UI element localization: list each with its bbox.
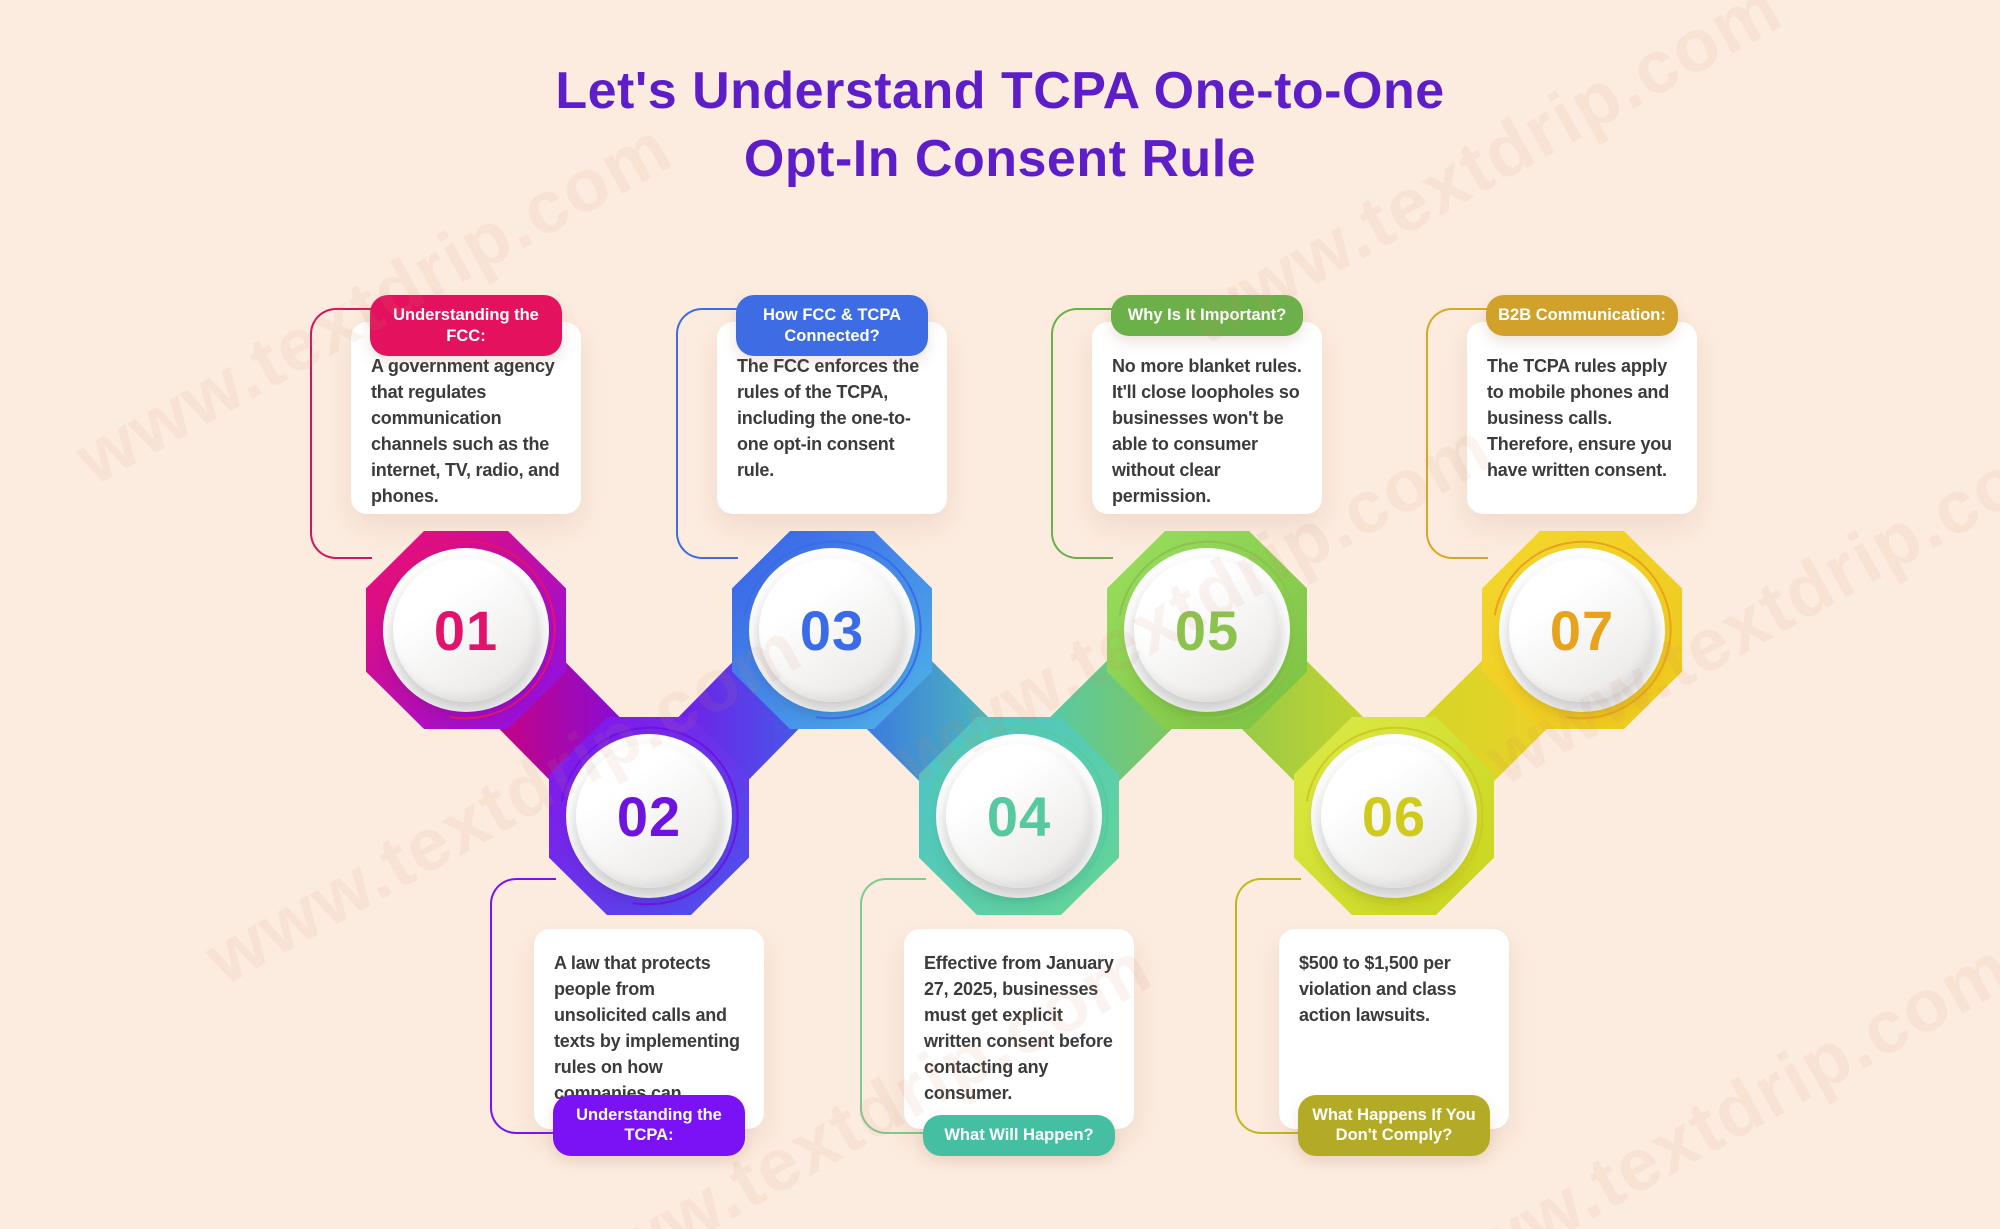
step-01-badge: Understanding the FCC: [370,295,562,357]
connector-line [860,878,926,1134]
step-05-node: 05 [1107,531,1307,729]
step-06-number: 06 [1361,784,1427,848]
step-05-card: Why Is It Important? No more blanket rul… [1092,295,1322,514]
step-07-card: B2B Communication: The TCPA rules apply … [1467,295,1697,514]
step-02-card: A law that protects people from unsolici… [534,929,764,1156]
step-05-group: Why Is It Important? No more blanket rul… [1047,283,1367,743]
step-03-text: The FCC enforces the rules of the TCPA, … [737,356,920,480]
step-03-badge: How FCC & TCPA Connected? [736,295,928,357]
step-02-group: 02 A law that protects people from unsol… [489,717,809,1177]
node-disc: 02 [576,744,722,888]
step-03-node: 03 [732,531,932,729]
page-title-line-1: Let's Understand TCPA One-to-One [555,62,1445,120]
node-arc-ring [1482,531,1682,729]
step-03-group: How FCC & TCPA Connected? The FCC enforc… [672,283,992,743]
node-disc: 07 [1509,558,1655,702]
step-07-node: 07 [1482,531,1682,729]
step-01-card: Understanding the FCC: A government agen… [351,295,581,514]
step-07-number: 07 [1549,598,1615,662]
page-title-line-2: Opt-In Consent Rule [743,129,1257,188]
connector-line [310,308,372,559]
connector-line [1235,878,1301,1134]
step-01-number: 01 [433,598,499,662]
step-07-badge: B2B Communication: [1486,295,1678,336]
node-disc: 06 [1321,744,1467,888]
node-disc: 04 [946,744,1092,888]
step-03-card: How FCC & TCPA Connected? The FCC enforc… [717,295,947,514]
step-06-text: $500 to $1,500 per violation and class a… [1299,953,1457,1025]
step-05-number: 05 [1174,598,1240,662]
step-02-node: 02 [549,717,749,915]
step-04-group: 04 Effective from January 27, 2025, busi… [859,717,1179,1177]
step-07-group: B2B Communication: The TCPA rules apply … [1422,283,1742,743]
step-01-group: Understanding the FCC: A government agen… [306,283,626,743]
connector-line [676,308,738,559]
connector-line [490,878,556,1134]
step-02-badge: Understanding the TCPA: [553,1094,745,1156]
step-06-group: 06 $500 to $1,500 per violation and clas… [1234,717,1554,1177]
step-07-text: The TCPA rules apply to mobile phones an… [1487,356,1672,480]
step-06-node: 06 [1294,717,1494,915]
step-05-badge: Why Is It Important? [1111,295,1303,336]
step-06-badge: What Happens If You Don't Comply? [1298,1094,1490,1156]
node-disc: 05 [1134,558,1280,702]
step-04-badge: What Will Happen? [923,1115,1115,1156]
page-title: Let's Understand TCPA One-to-One Opt-In … [0,58,2000,193]
step-05-text: No more blanket rules. It'll close looph… [1112,356,1302,506]
connector-line [1426,308,1488,559]
connector-line [1051,308,1113,559]
node-disc: 03 [759,558,905,702]
step-04-card: Effective from January 27, 2025, busines… [904,929,1134,1156]
step-02-number: 02 [616,784,682,848]
step-04-node: 04 [919,717,1119,915]
step-03-number: 03 [799,598,865,662]
step-04-text: Effective from January 27, 2025, busines… [924,953,1114,1103]
step-01-text: A government agency that regulates commu… [371,356,560,506]
node-disc: 01 [393,558,539,702]
step-01-node: 01 [366,531,566,729]
step-04-number: 04 [986,784,1052,848]
step-06-card: $500 to $1,500 per violation and class a… [1279,929,1509,1156]
